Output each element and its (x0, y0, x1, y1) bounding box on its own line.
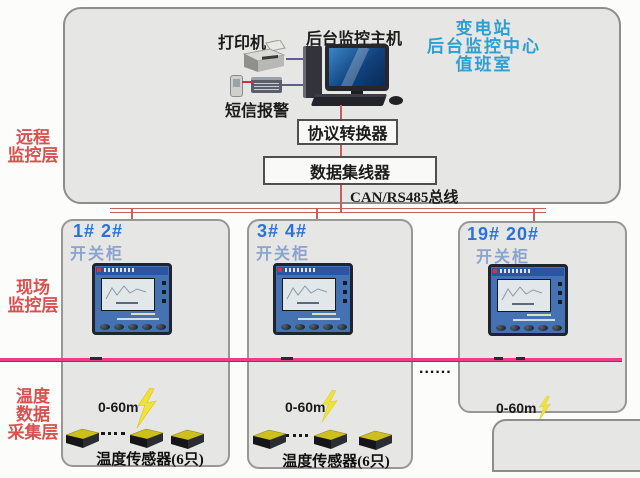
monitor-screen (329, 48, 385, 86)
cabinet1-id: 1# 2# (73, 221, 124, 241)
layer-remote-line1: 远程 (16, 128, 50, 147)
keyboard-icon (310, 94, 388, 106)
bus-tap-mark (494, 357, 503, 360)
cabinet1-range-label: 0-60m (98, 399, 139, 415)
monitor-icon (325, 44, 389, 91)
temperature-sensor-icon (358, 430, 393, 450)
cabinet2-id: 3# 4# (257, 221, 308, 241)
bus-tap-mark (281, 357, 293, 360)
device-leds (343, 281, 347, 303)
temperature-sensor-icon (313, 429, 348, 449)
sms-modem-icon (251, 77, 282, 93)
temperature-sensor-icon (170, 429, 205, 449)
layer-field-line2: 监控层 (7, 296, 59, 315)
bus-line-bottom (110, 212, 546, 213)
temperature-sensor-icon (129, 428, 164, 448)
lightning-icon (136, 388, 157, 429)
temperature-monitor-device-1 (92, 263, 172, 335)
lightning-icon (538, 396, 551, 421)
temperature-bus-line (0, 358, 622, 361)
wire-host-to-converter (340, 105, 342, 119)
cabinet3-name: 开关柜 (476, 249, 531, 266)
layer-field-line1: 现场 (16, 278, 50, 297)
device-leds (162, 281, 166, 303)
device-lcd-screen (101, 278, 155, 311)
layer-label-field: 现场 监控层 (2, 279, 64, 315)
printer-label: 打印机 (218, 35, 267, 52)
sensor-ellipsis (101, 432, 125, 435)
cellphone-icon (230, 75, 243, 97)
data-hub-box: 数据集线器 (263, 156, 437, 185)
host-label: 后台监控主机 (306, 31, 403, 48)
device-brand-marks (285, 268, 315, 272)
sensor-ellipsis (286, 434, 308, 437)
cabinet2-sensor-label: 温度传感器(6只) (282, 454, 390, 470)
room-title-line1: 变电站 (455, 19, 513, 38)
temperature-sensor-icon (252, 429, 287, 449)
temperature-monitor-device-3 (488, 264, 568, 336)
cabinet-box-2 (247, 219, 413, 469)
cabinet2-range-label: 0-60m (285, 399, 326, 415)
wire-converter-to-hub (340, 145, 342, 156)
layer-acq-line1: 温度 (16, 387, 50, 406)
bus-line-top (110, 208, 546, 209)
device-brand-marks (500, 269, 530, 273)
bus-tap-mark (90, 357, 102, 360)
layer-label-remote: 远程 监控层 (2, 129, 64, 165)
device-buttons (100, 324, 166, 330)
device-power-led (278, 268, 282, 272)
layer-remote-line2: 监控层 (7, 146, 59, 165)
cabinet1-sensor-label: 温度传感器(6只) (96, 452, 204, 468)
printer-cable (286, 58, 303, 60)
device-power-led (493, 269, 497, 273)
device-info-text (117, 313, 159, 323)
mouse-icon (389, 96, 403, 105)
cabinet3-id: 19# 20# (467, 224, 540, 244)
sms-alarm-label: 短信报警 (225, 103, 290, 120)
monitor-stand (351, 91, 363, 96)
device-leds (558, 282, 562, 304)
room-title-line3: 值班室 (455, 55, 513, 74)
device-brand-marks (104, 268, 134, 272)
room-title: 变电站 后台监控中心 值班室 (408, 20, 560, 74)
device-buttons (281, 324, 347, 330)
cabinet-ellipsis: ...... (419, 360, 452, 377)
temperature-monitor-device-2 (273, 263, 353, 335)
lightning-icon (321, 390, 338, 423)
device-buttons (496, 325, 562, 331)
protocol-converter-box: 协议转换器 (297, 119, 398, 145)
wire-hub-to-bus (340, 185, 342, 213)
device-info-text (513, 314, 555, 324)
layer-acq-line3: 采集层 (7, 423, 59, 442)
layer-label-acquisition: 温度 数据 采集层 (2, 388, 64, 442)
device-power-led (97, 268, 101, 272)
room-title-line2: 后台监控中心 (427, 37, 541, 56)
temperature-sensor-icon (65, 428, 100, 448)
extra-cabinet-panel (492, 419, 640, 472)
data-hub-label: 数据集线器 (309, 164, 390, 182)
bus-label: CAN/RS485总线 (350, 190, 459, 206)
device-lcd-screen (282, 278, 336, 311)
computer-tower-icon (303, 46, 322, 98)
sms-signal-arrow (242, 81, 253, 83)
bus-tap-mark (516, 357, 525, 360)
cabinet3-range-label: 0-60m (496, 400, 537, 416)
layer-acq-line2: 数据 (16, 405, 50, 424)
protocol-converter-label: 协议转换器 (307, 126, 388, 143)
cabinet-box-1 (61, 219, 230, 467)
cabinet2-name: 开关柜 (256, 246, 311, 263)
printer-icon (242, 40, 286, 72)
device-lcd-screen (497, 279, 551, 312)
cabinet1-name: 开关柜 (70, 246, 125, 263)
modem-cable (282, 84, 303, 86)
device-info-text (298, 313, 340, 323)
